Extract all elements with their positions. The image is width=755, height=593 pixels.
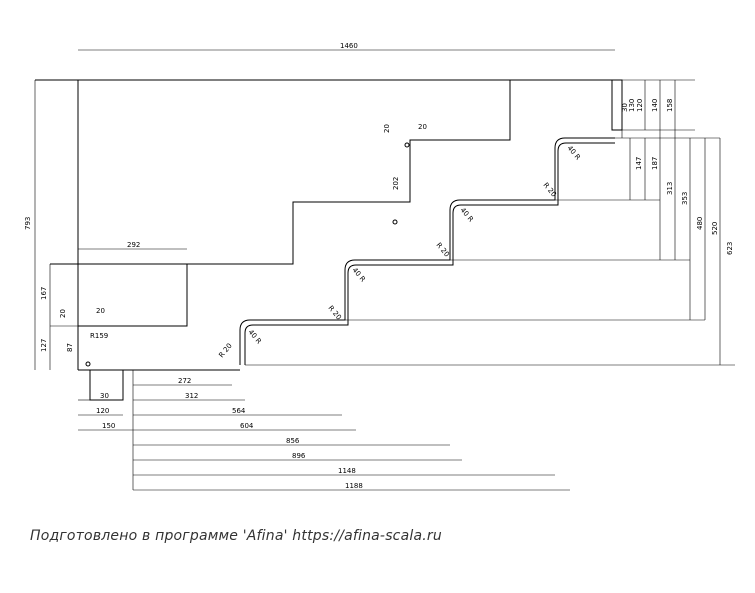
label-127: 127 <box>40 339 48 352</box>
label-r-30: 30 <box>621 103 629 112</box>
hole-marker-mid <box>392 219 398 225</box>
label-b-1148: 1148 <box>338 467 356 475</box>
hole-marker-top <box>404 142 410 148</box>
label-b-604: 604 <box>240 422 254 430</box>
label-left-20b: 20 <box>96 307 105 315</box>
label-b-564: 564 <box>232 407 246 415</box>
label-r-623: 623 <box>726 242 734 255</box>
label-r-520: 520 <box>711 222 719 235</box>
label-r-158: 158 <box>666 99 674 112</box>
label-r-147: 147 <box>635 157 643 170</box>
hole-marker-left <box>85 361 91 367</box>
label-radius-5: R 20 <box>434 241 450 258</box>
label-hole-202: 202 <box>392 177 400 190</box>
label-r-130: 130 <box>628 99 636 112</box>
label-radius-4: 40 R <box>350 266 366 284</box>
bottom-foot <box>89 369 124 401</box>
lower-stepped-inner <box>244 142 615 365</box>
label-radius-1: R 20 <box>217 342 233 359</box>
label-r-120: 120 <box>636 99 644 112</box>
label-b-272: 272 <box>178 377 191 385</box>
label-r-353: 353 <box>681 192 689 205</box>
label-r-187: 187 <box>651 157 659 170</box>
label-r-480: 480 <box>696 217 704 230</box>
label-radius-2: 40 R <box>246 328 262 346</box>
label-b-1188: 1188 <box>345 482 363 490</box>
label-r-140: 140 <box>651 99 659 112</box>
upper-stepped-outline <box>78 80 511 327</box>
label-r-313: 313 <box>666 182 674 195</box>
label-left-r159: R159 <box>90 332 108 340</box>
label-b-120: 120 <box>96 407 109 415</box>
label-b-312: 312 <box>185 392 198 400</box>
label-hole-20-v: 20 <box>383 124 391 133</box>
label-793: 793 <box>24 217 32 230</box>
label-radius-6: 40 R <box>458 206 474 224</box>
label-167: 167 <box>40 287 48 300</box>
lower-stepped-profile <box>239 137 615 365</box>
label-b-896: 896 <box>292 452 306 460</box>
label-b-856: 856 <box>286 437 300 445</box>
label-b-30: 30 <box>100 392 109 400</box>
label-1460: 1460 <box>340 42 358 50</box>
label-left-20a: 20 <box>59 309 67 318</box>
label-radius-3: R 20 <box>326 304 342 321</box>
label-hole-20-h: 20 <box>418 123 427 131</box>
label-b-150: 150 <box>102 422 115 430</box>
label-left-87: 87 <box>66 343 74 352</box>
footer-caption: Подготовлено в программе 'Afina' https:/… <box>30 528 442 544</box>
label-292: 292 <box>127 241 140 249</box>
label-radius-8: 40 R <box>565 144 581 162</box>
